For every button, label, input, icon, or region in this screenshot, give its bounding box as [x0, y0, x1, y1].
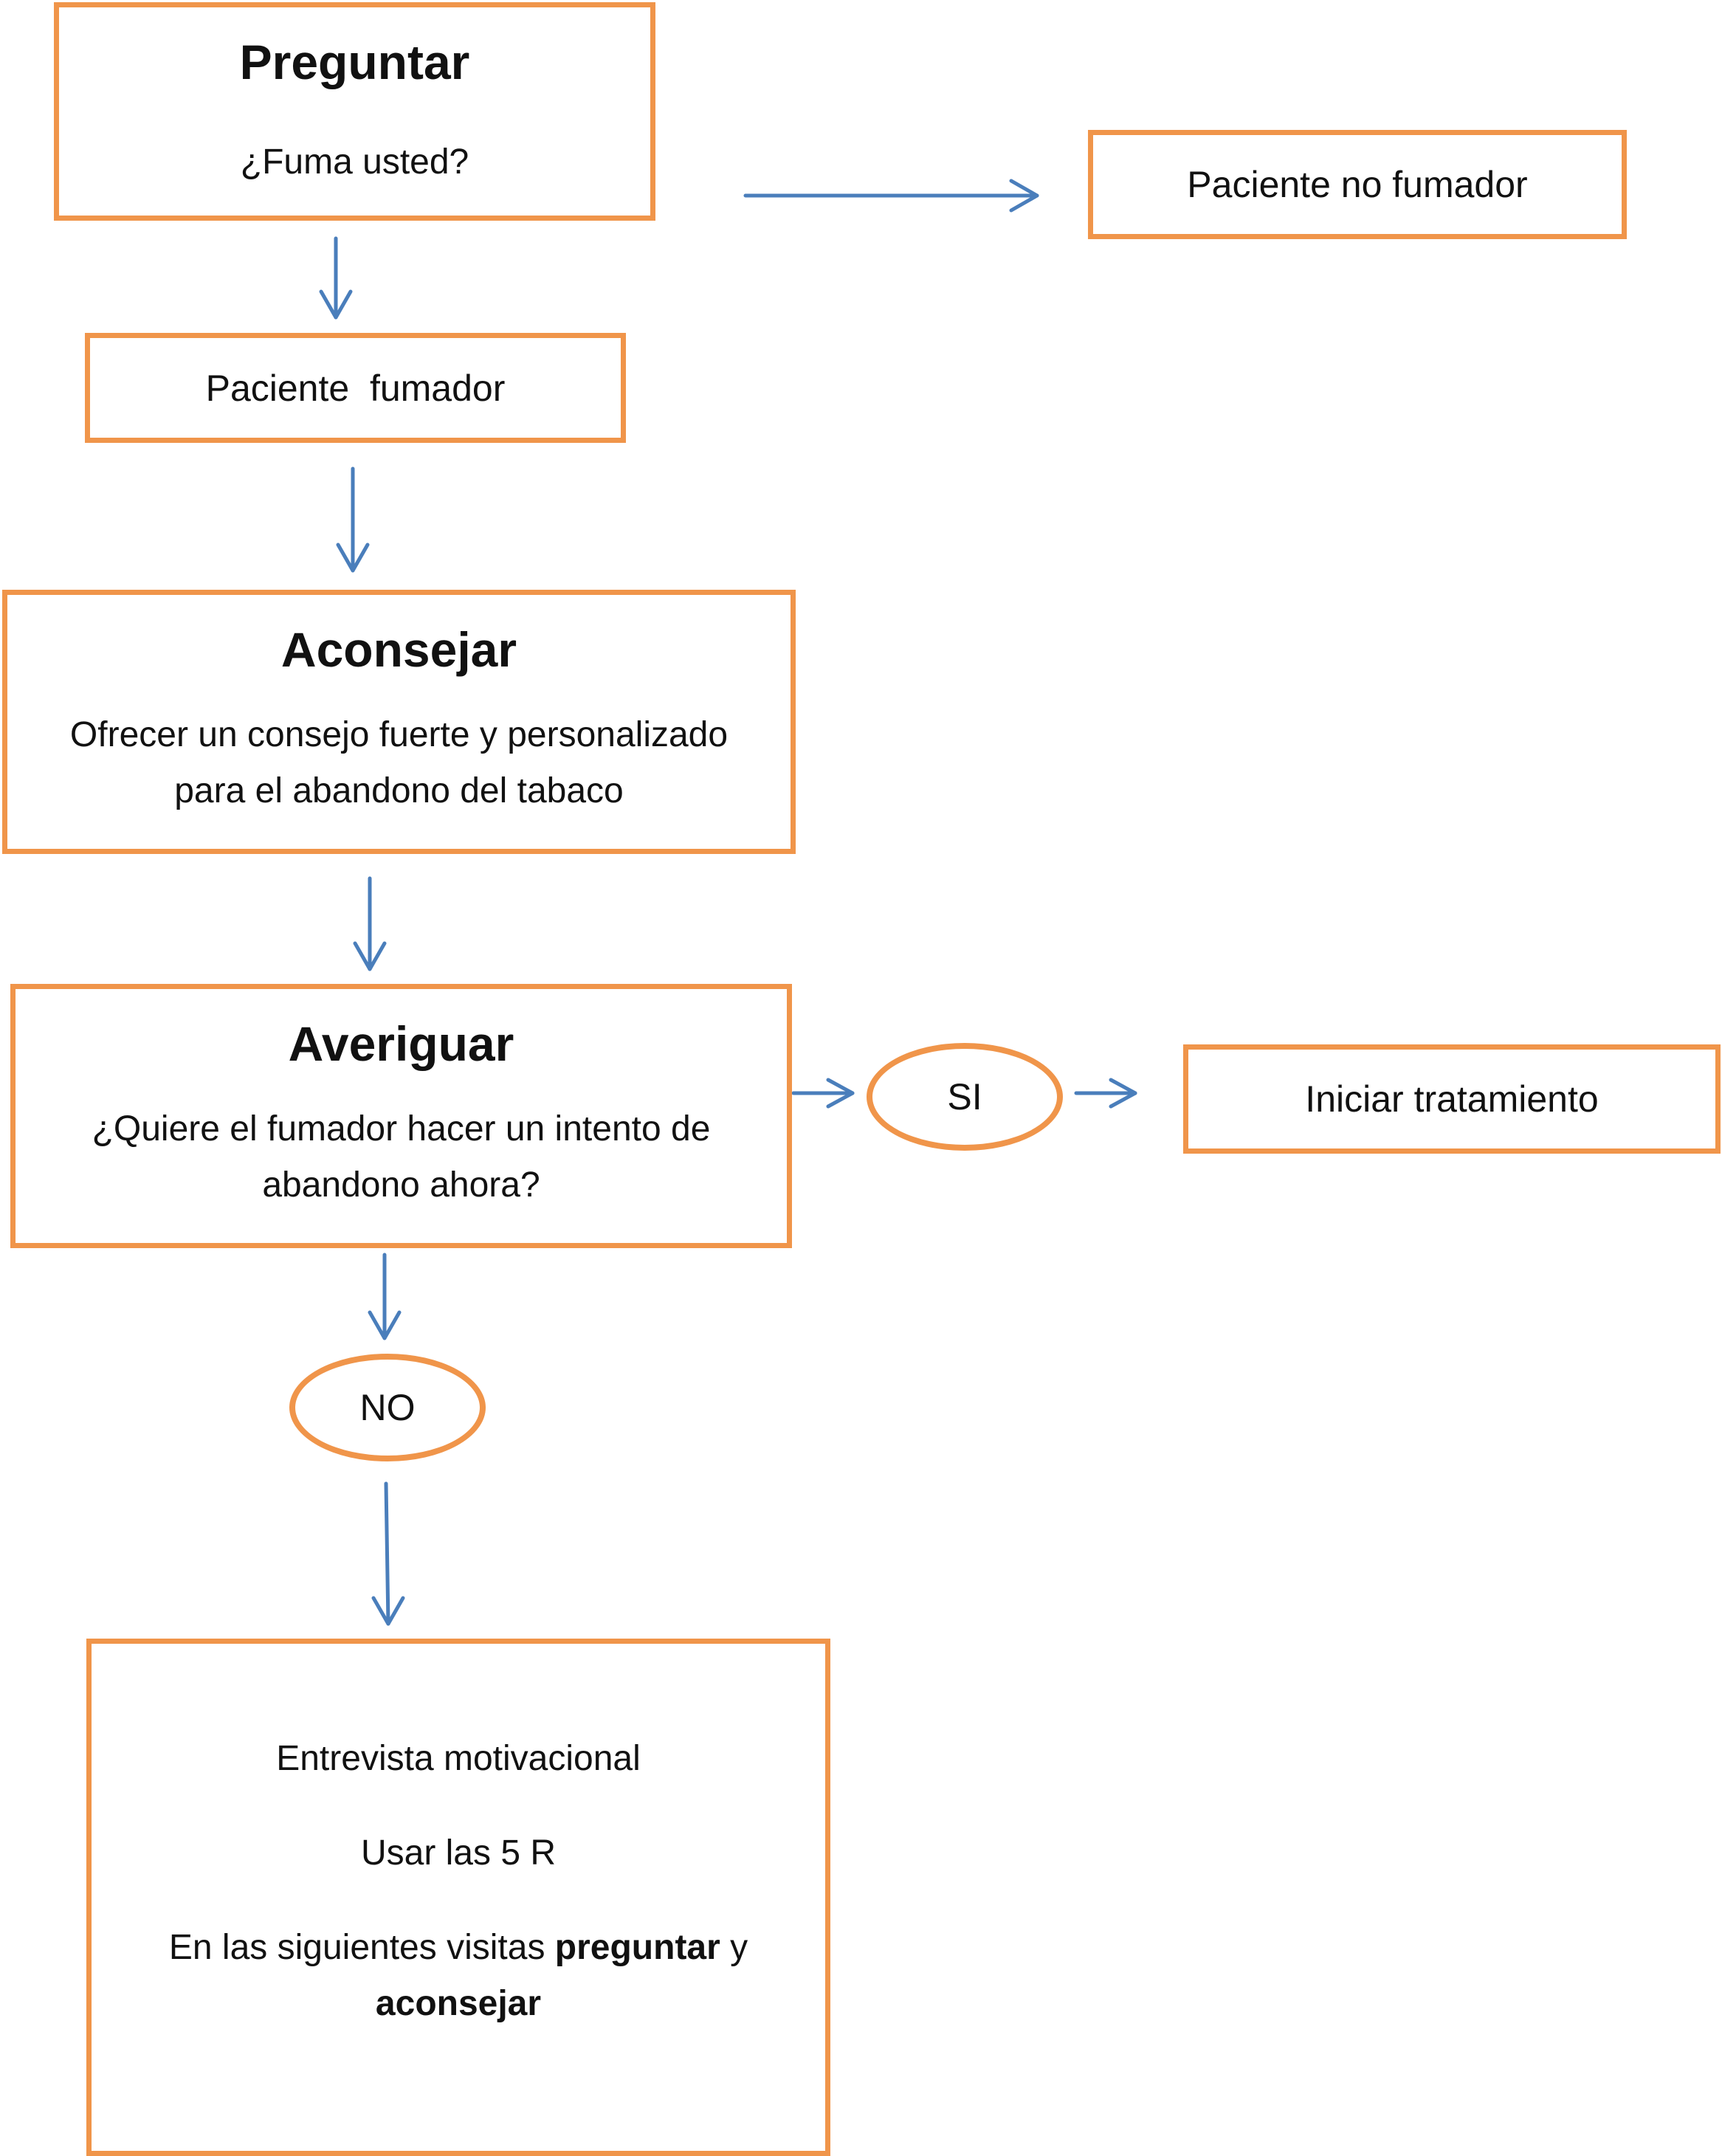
arrow-aconsejar-to-averiguar [353, 876, 387, 971]
averiguar-line1: ¿Quiere el fumador hacer un intento de [92, 1109, 711, 1149]
averiguar-box: Averiguar ¿Quiere el fumador hacer un in… [10, 984, 792, 1248]
aconsejar-line1: Ofrecer un consejo fuerte y personalizad… [69, 715, 729, 755]
aconsejar-line2: para el abandono del tabaco [174, 771, 624, 811]
si-label: SI [947, 1076, 982, 1117]
averiguar-title: Averiguar [288, 1016, 514, 1071]
final-box: Entrevista motivacional Usar las 5 R En … [86, 1639, 830, 2156]
no-fumador-box: Paciente no fumador [1088, 130, 1627, 239]
no-ellipse: NO [289, 1354, 486, 1461]
final-line2: Usar las 5 R [360, 1833, 557, 1873]
final-line3: En las siguientes visitas preguntar y [169, 1920, 748, 1976]
fumador-box: Paciente fumador [85, 333, 626, 443]
final-line4-bold: aconsejar [375, 1984, 542, 2023]
iniciar-label: Iniciar tratamiento [1305, 1078, 1599, 1120]
final-line1: Entrevista motivacional [276, 1739, 641, 1778]
preguntar-question: ¿Fuma usted? [240, 142, 469, 182]
arrow-fumador-to-aconsejar [336, 466, 370, 573]
averiguar-line2: abandono ahora? [262, 1165, 540, 1205]
arrow-no-to-final [371, 1481, 405, 1626]
final-line3-pre: En las siguientes visitas [168, 1928, 555, 1967]
iniciar-box: Iniciar tratamiento [1183, 1044, 1721, 1154]
arrow-averiguar-to-si [791, 1078, 855, 1109]
arrow-averiguar-to-no [368, 1253, 402, 1340]
fumador-label: Paciente fumador [205, 367, 506, 409]
si-ellipse: SI [867, 1043, 1063, 1151]
final-line3-post: y [720, 1928, 748, 1967]
no-fumador-label: Paciente no fumador [1187, 164, 1528, 205]
arrow-preguntar-to-fumador [319, 236, 353, 320]
aconsejar-title: Aconsejar [280, 622, 517, 677]
preguntar-title: Preguntar [239, 35, 470, 89]
arrow-preguntar-to-no-fumador [743, 179, 1039, 213]
final-line4: aconsejar [376, 1976, 541, 2032]
preguntar-box: Preguntar ¿Fuma usted? [54, 2, 655, 221]
final-line3-bold: preguntar [554, 1928, 720, 1967]
aconsejar-box: Aconsejar Ofrecer un consejo fuerte y pe… [2, 590, 796, 854]
no-label: NO [359, 1387, 416, 1428]
arrow-si-to-iniciar [1074, 1078, 1137, 1109]
